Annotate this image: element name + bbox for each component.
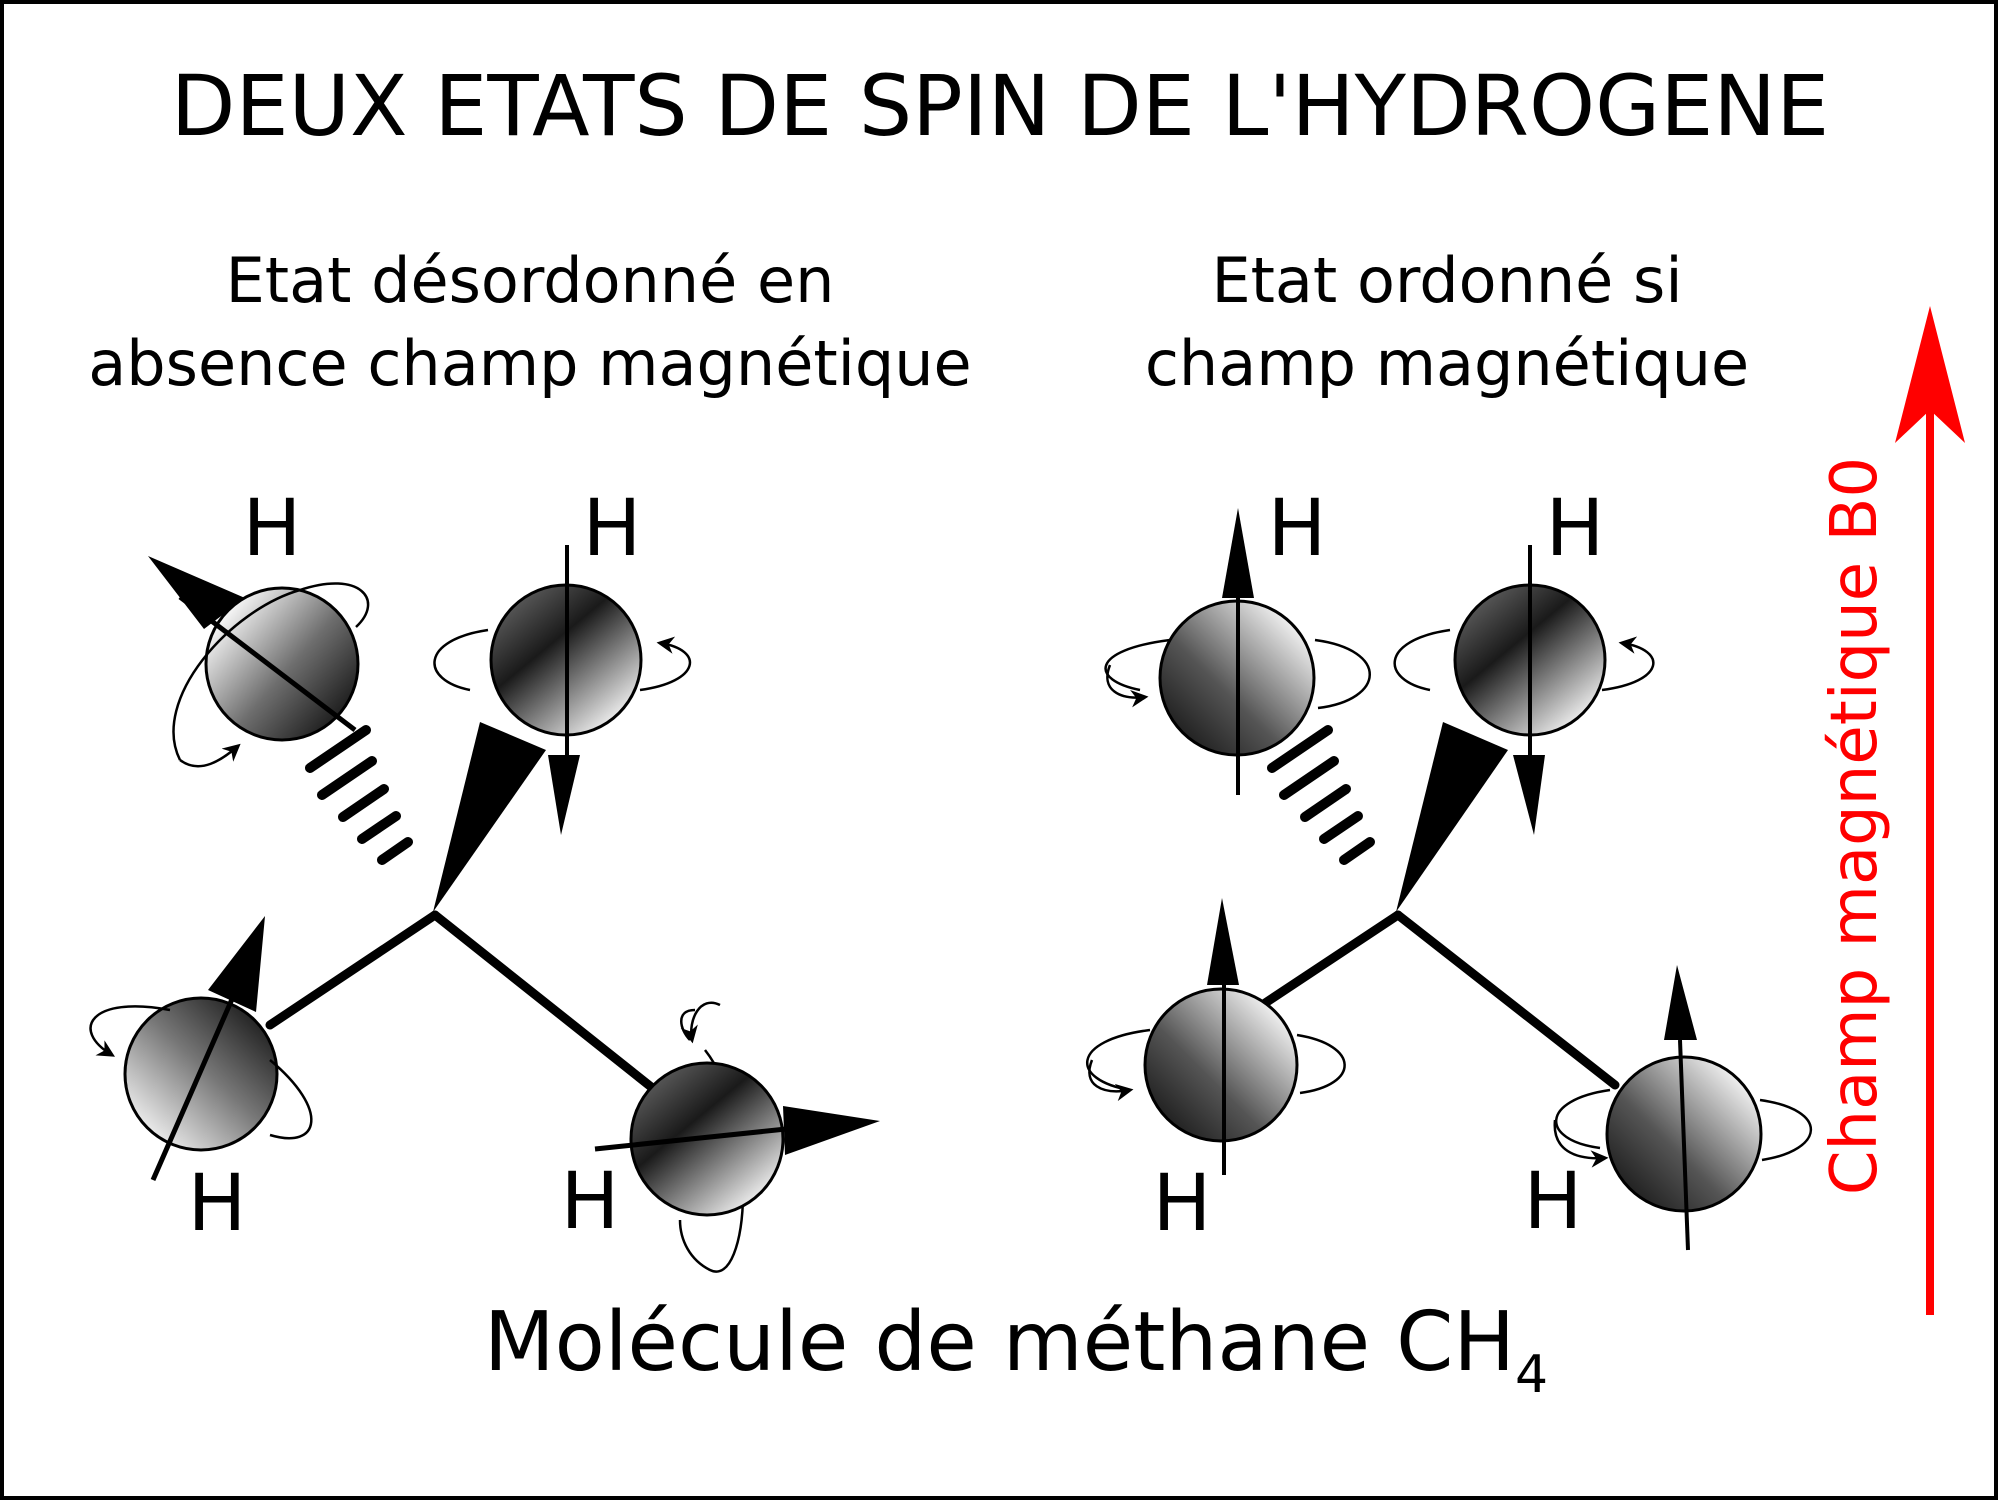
bond-plain-left — [265, 910, 440, 1030]
atom-label-h: H — [583, 484, 642, 574]
atom-label-h: H — [188, 1159, 247, 1249]
right-subtitle-line1: Etat ordonné si — [1211, 244, 1682, 317]
atom-lower-left — [89, 916, 313, 1182]
caption-text: Molécule de méthane CH — [484, 1295, 1515, 1390]
atom-upper-right — [1393, 545, 1655, 835]
bond-hash — [1267, 725, 1375, 865]
bond-wedge — [1396, 722, 1508, 912]
atom-upper-left — [1104, 508, 1371, 795]
magnetic-field-label: Champ magnétique B0 — [1818, 457, 1892, 1195]
bond-hash — [305, 725, 413, 865]
page-title: DEUX ETATS DE SPIN DE L'HYDROGENE — [171, 57, 1829, 155]
atom-label-h: H — [1153, 1159, 1212, 1249]
left-subtitle-line2: absence champ magnétique — [88, 327, 971, 400]
bond-plain-right — [430, 910, 660, 1095]
atom-label-h: H — [561, 1157, 620, 1247]
magnetic-field-arrow — [1895, 306, 1965, 1315]
atom-lower-right — [594, 1001, 880, 1273]
atom-upper-left — [148, 556, 370, 768]
atom-lower-right — [1553, 965, 1813, 1251]
right-subtitle-line2: champ magnétique — [1145, 327, 1749, 400]
right-molecule: H H H H — [1086, 484, 1813, 1251]
caption-subscript: 4 — [1515, 1345, 1548, 1405]
bond-plain-right — [1393, 910, 1620, 1090]
bond-wedge — [433, 722, 546, 912]
molecule-caption: Molécule de méthane CH4 — [484, 1295, 1548, 1405]
atom-label-h: H — [1268, 484, 1327, 574]
atom-label-h: H — [1546, 484, 1605, 574]
atom-lower-left — [1086, 898, 1346, 1175]
left-molecule: H H H H — [89, 484, 880, 1273]
atom-label-h: H — [243, 484, 302, 574]
atom-upper-right — [433, 545, 692, 835]
left-subtitle-line1: Etat désordonné en — [226, 244, 835, 317]
atom-label-h: H — [1524, 1157, 1583, 1247]
